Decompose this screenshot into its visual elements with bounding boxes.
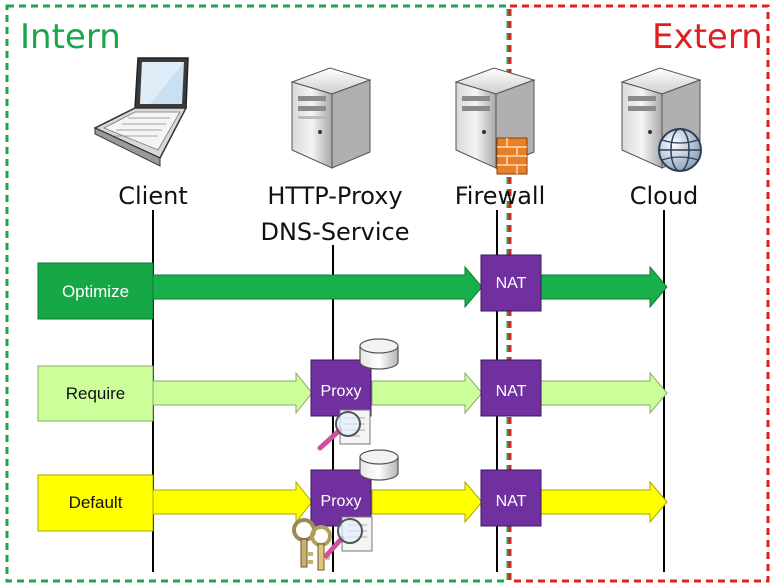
- client-column-label: Client: [118, 182, 187, 210]
- require-nat-label: NAT: [496, 383, 527, 400]
- require-arrow-firewall-to-cloud: [539, 371, 668, 415]
- flow-row-require: Require Proxy NAT: [37, 359, 668, 422]
- magnifier-document-icon: [317, 409, 371, 451]
- default-nat-box: [480, 469, 542, 527]
- default-nat-label: NAT: [496, 493, 527, 510]
- firewall-brick-icon: [496, 137, 528, 175]
- proxy-column-label-line2: DNS-Service: [260, 218, 409, 246]
- optimize-label-box: [37, 262, 154, 320]
- extern-zone-label: Extern: [652, 17, 763, 57]
- server-firewall-icon: [454, 67, 536, 175]
- optimize-arrow-client-to-firewall: [152, 265, 483, 309]
- globe-icon: [658, 128, 702, 172]
- laptop-icon: [93, 57, 189, 167]
- require-nat-box: [480, 359, 542, 417]
- server-globe-icon: [620, 67, 702, 172]
- proxy-column-label-line1: HTTP-Proxy: [267, 182, 402, 210]
- default-label: Default: [69, 493, 123, 512]
- default-arrow-proxy-to-firewall: [371, 480, 483, 524]
- optimize-nat-box: [480, 254, 542, 312]
- intern-zone-border: [5, 4, 510, 583]
- intern-zone-label: Intern: [20, 17, 121, 57]
- default-arrow-firewall-to-cloud: [539, 480, 668, 524]
- require-proxy-box: [310, 359, 372, 417]
- default-proxy-label: Proxy: [321, 493, 362, 510]
- server-icon: [290, 67, 372, 169]
- require-arrow-proxy-to-firewall: [371, 371, 483, 415]
- cloud-column-label: Cloud: [630, 182, 699, 210]
- optimize-nat-label: NAT: [496, 275, 527, 292]
- require-label: Require: [66, 384, 126, 403]
- default-arrow-client-to-proxy: [152, 480, 313, 524]
- require-proxy-label: Proxy: [321, 383, 362, 400]
- require-label-box: [37, 365, 154, 422]
- keys-icon: [292, 518, 332, 571]
- default-label-box: [37, 474, 154, 532]
- optimize-arrow-firewall-to-cloud: [539, 265, 668, 309]
- magnifier-document-icon: [323, 516, 373, 559]
- extern-zone-border: [508, 4, 770, 583]
- database-icon: [359, 449, 399, 481]
- optimize-label: Optimize: [62, 282, 129, 301]
- require-arrow-client-to-proxy: [152, 371, 313, 415]
- flow-row-default: Default Proxy NAT: [37, 469, 668, 532]
- flow-row-optimize: Optimize NAT: [37, 254, 668, 320]
- database-icon: [359, 338, 399, 370]
- firewall-column-label: Firewall: [455, 182, 546, 210]
